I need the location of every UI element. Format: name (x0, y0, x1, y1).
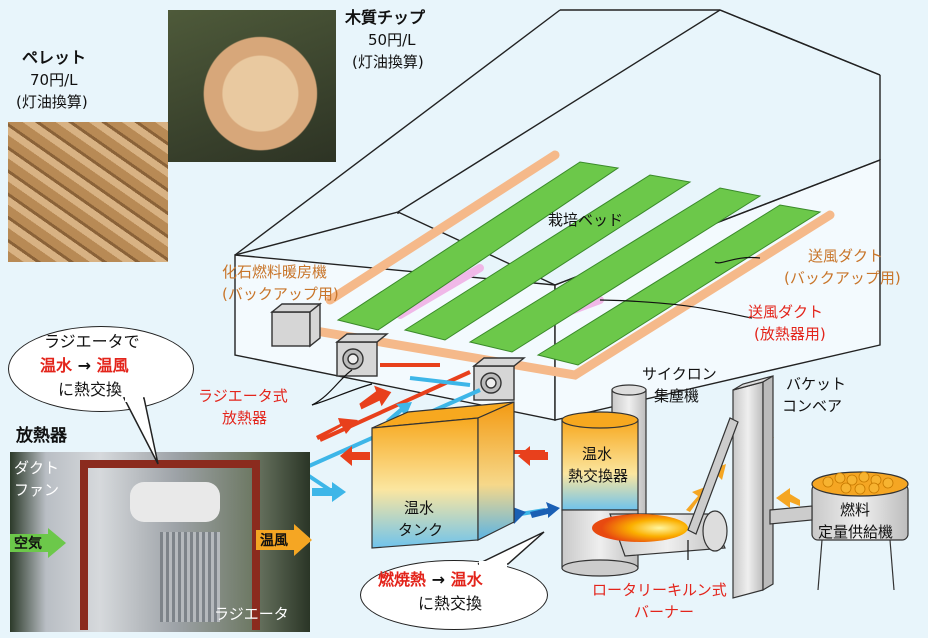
fuel-feeder (769, 471, 909, 591)
bubble-bottom-line1: 燃焼熱 → 温水 (378, 570, 483, 590)
tank-line2: タンク (398, 521, 444, 539)
bubble-bottom-hot-water: 温水 (450, 570, 483, 589)
cyclone-line2: 集塵機 (654, 387, 700, 405)
pellet-price: 70円/L (30, 71, 78, 89)
bubble-top-tail (122, 394, 159, 465)
bucket-line1: バケット (786, 375, 847, 393)
bubble-top (8, 326, 194, 412)
hot-water-tank (371, 401, 515, 549)
radiator-type-line2: 放熱器 (222, 409, 268, 427)
pellet-title: ペレット (22, 48, 87, 67)
bucket-line2: コンベア (782, 397, 843, 415)
fossil-heater-box (270, 302, 322, 348)
bubble-top-warm-air: 温風 (96, 356, 129, 375)
leader-lines (311, 256, 761, 560)
backup-duct-line1: 送風ダクト (808, 247, 884, 265)
bubble-bottom (360, 560, 548, 630)
air-label: 空気 (14, 536, 42, 552)
tank-line1: 温水 (404, 499, 435, 517)
warm-air-label: 温風 (260, 533, 288, 549)
radiator-label: ラジエータ (214, 605, 289, 623)
feeder-line1: 燃料 (840, 501, 871, 519)
burner-line2: バーナー (634, 603, 695, 621)
bubble-bottom-arrow: → (431, 570, 445, 589)
warm-air-out-arrow: 温風 (256, 524, 312, 556)
duct-fan-line2: ファン (14, 481, 60, 499)
radiator-duct-line1: 送風ダクト (748, 303, 824, 321)
burner-line1: ロータリーキルン式 (592, 581, 727, 599)
fossil-heater-line2: (バックアップ用) (222, 285, 339, 303)
bubble-top-arrow: → (77, 356, 91, 375)
wood-chip-title: 木質チップ (345, 8, 426, 27)
wood-chip-photo (168, 10, 336, 162)
fossil-heater-line1: 化石燃料暖房機 (222, 263, 328, 281)
hx-line2: 熱交換器 (568, 467, 629, 485)
cyclone-line1: サイクロン (642, 365, 717, 383)
bubble-top-line3: に熱交換 (58, 380, 123, 399)
radiator-unit-1 (335, 333, 389, 377)
bubble-top-line1: ラジエータで (44, 332, 140, 351)
duct-fan-line1: ダクト (14, 459, 60, 477)
bed-label: 栽培ベッド (548, 211, 624, 229)
hx-line1: 温水 (582, 445, 613, 463)
backup-duct-line2: (バックアップ用) (784, 269, 901, 287)
radiator-section-title: 放熱器 (16, 426, 67, 446)
radiator-unit-2 (472, 357, 526, 401)
bubble-bottom-tail (477, 531, 545, 568)
wood-chip-price: 50円/L (368, 31, 416, 49)
feeder-line2: 定量供給機 (818, 523, 894, 541)
bubble-bottom-combustion: 燃焼熱 (378, 570, 427, 589)
bubble-top-hot-water: 温水 (40, 356, 73, 375)
pellet-photo (8, 122, 168, 262)
cultivation-beds (336, 161, 822, 366)
air-in-arrow: 空気 (10, 528, 66, 558)
radiator-duct-line2: (放熱器用) (754, 325, 826, 343)
wood-chip-note: (灯油換算) (352, 53, 424, 71)
heat-exchanger (561, 411, 639, 577)
bubble-bottom-line2: に熱交換 (418, 594, 483, 613)
pellet-note: (灯油換算) (16, 93, 88, 111)
radiator-type-line1: ラジエータ式 (198, 387, 288, 405)
backup-duct-path (305, 150, 835, 380)
bubble-top-line2: 温水 → 温風 (40, 356, 129, 376)
bucket-conveyor (687, 374, 774, 599)
